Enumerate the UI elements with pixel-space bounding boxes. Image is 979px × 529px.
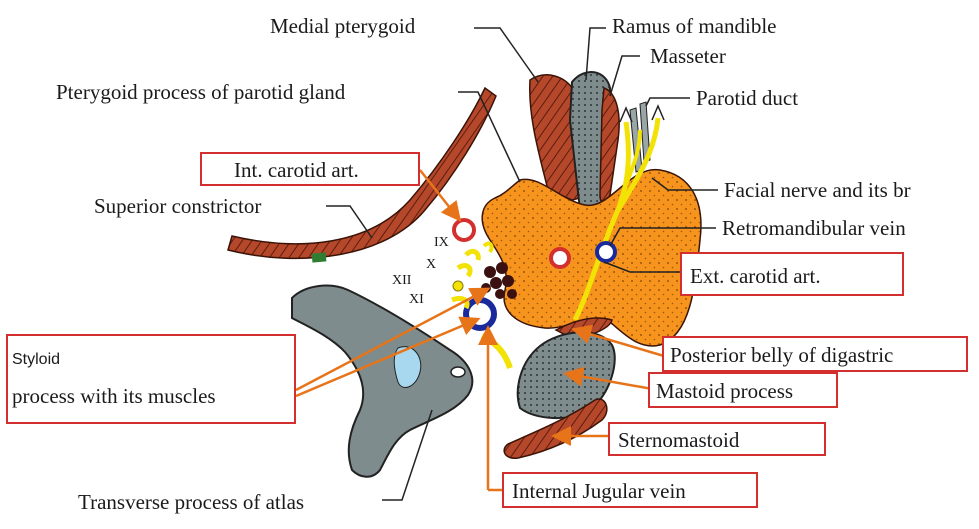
box-internal-jugular: Internal Jugular vein — [502, 472, 758, 508]
box-posterior-belly: Posterior belly of digastric — [662, 336, 968, 372]
styloid-muscle-yellow — [480, 333, 513, 369]
box-ext-carotid: Ext. carotid art. — [680, 252, 904, 296]
label-superior-constrictor: Superior constrictor — [94, 194, 262, 218]
label-ext-carotid: Ext. carotid art. — [690, 264, 821, 288]
label-mastoid-process: Mastoid process — [656, 379, 794, 403]
label-transverse-process: Transverse process of atlas — [78, 490, 305, 514]
label-nerve-x: X — [426, 257, 437, 272]
facial-nerve — [572, 121, 631, 322]
ext-carotid-ring — [549, 247, 571, 269]
label-nerve-xi: XI — [409, 292, 424, 307]
box-mastoid-process: Mastoid process — [648, 372, 838, 408]
int-carotid-ring — [452, 218, 476, 242]
nerve-ix — [464, 248, 481, 261]
label-medial-pterygoid: Medial pterygoid — [270, 14, 416, 38]
label-pterygoid-process: Pterygoid process of parotid gland — [56, 80, 346, 104]
nerve-xi — [451, 295, 470, 310]
label-ramus-of-mandible: Ramus of mandible — [612, 14, 777, 38]
masseter-muscle — [599, 86, 620, 204]
superior-constrictor-muscle — [227, 86, 497, 260]
label-parotid-duct: Parotid duct — [696, 86, 799, 110]
box-styloid: Styloid process with its muscles — [6, 334, 296, 424]
label-styloid-line2: process with its muscles — [12, 384, 216, 408]
label-posterior-belly: Posterior belly of digastric — [670, 343, 894, 367]
label-internal-jugular: Internal Jugular vein — [512, 479, 686, 503]
nerve-x — [456, 263, 473, 278]
label-int-carotid: Int. carotid art. — [234, 158, 359, 182]
label-facial-nerve: Facial nerve and its br — [724, 178, 911, 202]
nerve-xii — [452, 280, 464, 292]
box-sternomastoid: Sternomastoid — [608, 422, 826, 456]
box-int-carotid: Int. carotid art. — [200, 152, 420, 186]
constrictor-green-mark — [311, 252, 327, 263]
atlas-transverse-process — [291, 284, 474, 478]
retromandibular-ring — [595, 241, 617, 263]
label-sternomastoid: Sternomastoid — [618, 428, 740, 452]
label-nerve-xii: XII — [392, 273, 412, 288]
label-nerve-ix: IX — [434, 235, 449, 250]
atlas-foramen-blue — [393, 346, 422, 388]
label-retromandibular-vein: Retromandibular vein — [722, 216, 906, 240]
atlas-foramen-white — [450, 366, 466, 378]
nerve-cluster — [481, 262, 517, 299]
label-masseter: Masseter — [650, 44, 726, 68]
label-styloid-line1: Styloid — [12, 351, 61, 368]
